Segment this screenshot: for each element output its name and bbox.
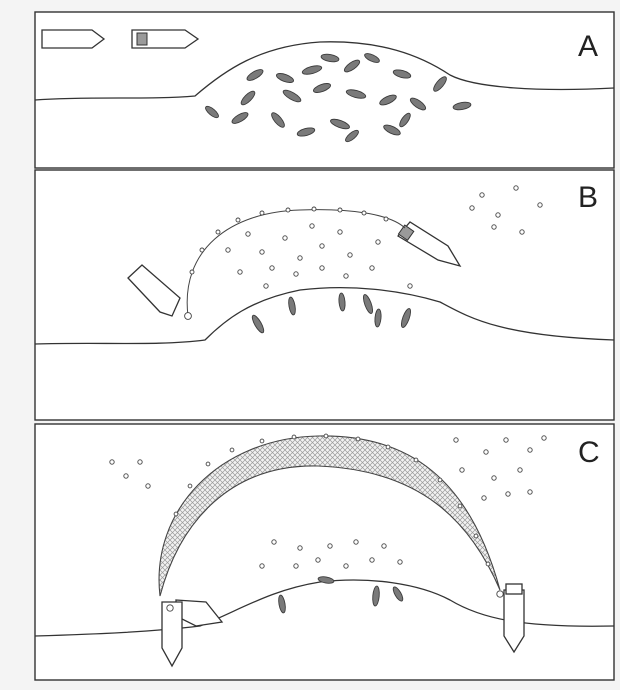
net-float xyxy=(386,445,390,449)
net-float xyxy=(312,207,316,211)
net-float xyxy=(167,605,173,611)
panel-c-label: C xyxy=(578,436,600,469)
fish-dot xyxy=(514,186,518,190)
net-float xyxy=(260,439,264,443)
fish-dot xyxy=(226,248,230,252)
fish-dot xyxy=(344,564,348,568)
net-float xyxy=(188,484,192,488)
net-float xyxy=(260,211,264,215)
fish-dot xyxy=(542,436,546,440)
fish-dot xyxy=(264,284,268,288)
fish-dot xyxy=(294,564,298,568)
net-float xyxy=(236,218,240,222)
boat-cabin-icon xyxy=(506,584,522,594)
fish-dot xyxy=(272,540,276,544)
fish-dot xyxy=(382,544,386,548)
fish-dot xyxy=(238,270,242,274)
fish-dot xyxy=(294,272,298,276)
fish-dot xyxy=(320,266,324,270)
fish-dot xyxy=(376,240,380,244)
fish-dot xyxy=(283,236,287,240)
fish-dot xyxy=(528,490,532,494)
fish-dot xyxy=(298,256,302,260)
panel-c: C xyxy=(35,424,614,680)
net-float xyxy=(438,478,442,482)
fish-dot xyxy=(370,558,374,562)
fish-dot xyxy=(344,274,348,278)
fish-dot xyxy=(528,448,532,452)
fish-dot xyxy=(124,474,128,478)
net-float xyxy=(362,211,366,215)
net-float xyxy=(174,512,178,516)
fish-dot xyxy=(310,224,314,228)
fish-dot xyxy=(338,230,342,234)
fish-dot xyxy=(492,225,496,229)
fish-dot xyxy=(246,232,250,236)
net-float xyxy=(356,437,360,441)
fish-dot xyxy=(538,203,542,207)
panel-a-label: A xyxy=(578,30,598,63)
fish-dot xyxy=(518,468,522,472)
fish-dot xyxy=(484,450,488,454)
fish-dot xyxy=(454,438,458,442)
fish-dot xyxy=(348,253,352,257)
net-float xyxy=(414,458,418,462)
net-float xyxy=(338,208,342,212)
fish-dot xyxy=(398,560,402,564)
fish-dot xyxy=(270,266,274,270)
fish-dot xyxy=(110,460,114,464)
net-float xyxy=(324,434,328,438)
net-float xyxy=(292,435,296,439)
net-float xyxy=(497,591,503,597)
fish-dot xyxy=(260,564,264,568)
net-float xyxy=(200,248,204,252)
boat-icon xyxy=(42,30,104,48)
fish-dot xyxy=(482,496,486,500)
fish-dot xyxy=(138,460,142,464)
fish-dot xyxy=(370,266,374,270)
fish-dot xyxy=(470,206,474,210)
net-float xyxy=(458,504,462,508)
net-float xyxy=(286,208,290,212)
fish-dot xyxy=(480,193,484,197)
panel-b: B xyxy=(35,170,614,420)
fish-dot xyxy=(506,492,510,496)
fish-dot xyxy=(520,230,524,234)
fish-dot xyxy=(504,438,508,442)
fish-dot xyxy=(320,244,324,248)
boat-cabin-icon xyxy=(137,33,147,45)
fish-dot xyxy=(492,476,496,480)
fish-dot xyxy=(460,468,464,472)
net-float xyxy=(206,462,210,466)
fish-dot xyxy=(496,213,500,217)
panel-b-frame xyxy=(35,170,614,420)
net-float xyxy=(185,313,192,320)
fish-dot xyxy=(260,250,264,254)
net-float xyxy=(190,270,194,274)
net-float xyxy=(216,230,220,234)
panel-b-label: B xyxy=(578,181,598,214)
net-float xyxy=(230,448,234,452)
fish-dot xyxy=(354,540,358,544)
net-float xyxy=(474,534,478,538)
net-float xyxy=(486,562,490,566)
net-float xyxy=(384,217,388,221)
fish-dot xyxy=(298,546,302,550)
fish-dot xyxy=(408,284,412,288)
fish-dot xyxy=(328,544,332,548)
fish-dot xyxy=(146,484,150,488)
fish-dot xyxy=(316,558,320,562)
panel-a: A xyxy=(35,12,614,168)
